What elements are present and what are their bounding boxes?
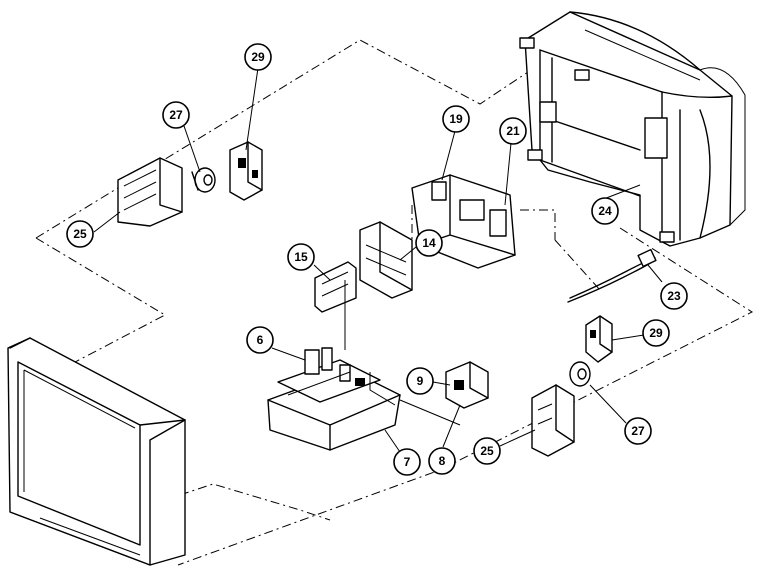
callout-6: 6 bbox=[246, 326, 274, 354]
board-14 bbox=[359, 221, 413, 299]
callout-27-upper: 27 bbox=[162, 101, 190, 129]
speaker-baffle-lower bbox=[531, 384, 575, 457]
svg-text:8: 8 bbox=[439, 454, 446, 468]
callout-8: 8 bbox=[428, 447, 456, 475]
svg-text:23: 23 bbox=[667, 289, 681, 303]
svg-text:29: 29 bbox=[649, 326, 663, 340]
callout-23: 23 bbox=[660, 282, 688, 310]
callout-27-lower: 27 bbox=[624, 417, 652, 445]
callout-25-lower: 25 bbox=[473, 437, 501, 465]
module-8-9 bbox=[399, 361, 489, 426]
rear-cabinet bbox=[519, 11, 746, 247]
callout-29-lower: 29 bbox=[642, 319, 670, 347]
bracket-upper bbox=[229, 141, 263, 201]
bracket-lower bbox=[585, 315, 613, 363]
board-15 bbox=[314, 261, 357, 313]
speaker-baffle-upper bbox=[117, 157, 183, 227]
svg-text:29: 29 bbox=[251, 50, 265, 64]
callout-21: 21 bbox=[499, 117, 527, 145]
callout-14: 14 bbox=[415, 229, 443, 257]
svg-text:27: 27 bbox=[169, 108, 183, 122]
main-board bbox=[267, 280, 401, 451]
svg-text:9: 9 bbox=[417, 374, 424, 388]
speaker-lower bbox=[569, 361, 591, 387]
svg-text:19: 19 bbox=[449, 112, 463, 126]
front-cabinet bbox=[7, 337, 186, 566]
svg-text:27: 27 bbox=[631, 424, 645, 438]
svg-text:21: 21 bbox=[506, 124, 520, 138]
callout-15: 15 bbox=[287, 243, 315, 271]
svg-text:15: 15 bbox=[294, 250, 308, 264]
svg-text:14: 14 bbox=[422, 236, 436, 250]
callout-25-upper: 25 bbox=[66, 220, 94, 248]
callout-29-upper: 29 bbox=[244, 43, 272, 71]
svg-text:25: 25 bbox=[73, 227, 87, 241]
svg-text:7: 7 bbox=[404, 455, 411, 469]
leader-lines bbox=[93, 67, 663, 453]
power-cord bbox=[554, 239, 657, 303]
svg-text:6: 6 bbox=[257, 333, 264, 347]
callout-19: 19 bbox=[442, 105, 470, 133]
svg-text:25: 25 bbox=[480, 444, 494, 458]
callout-24: 24 bbox=[591, 197, 619, 225]
speaker-upper bbox=[191, 167, 216, 193]
svg-text:24: 24 bbox=[598, 204, 612, 218]
callout-7: 7 bbox=[393, 448, 421, 476]
callout-9: 9 bbox=[406, 367, 434, 395]
